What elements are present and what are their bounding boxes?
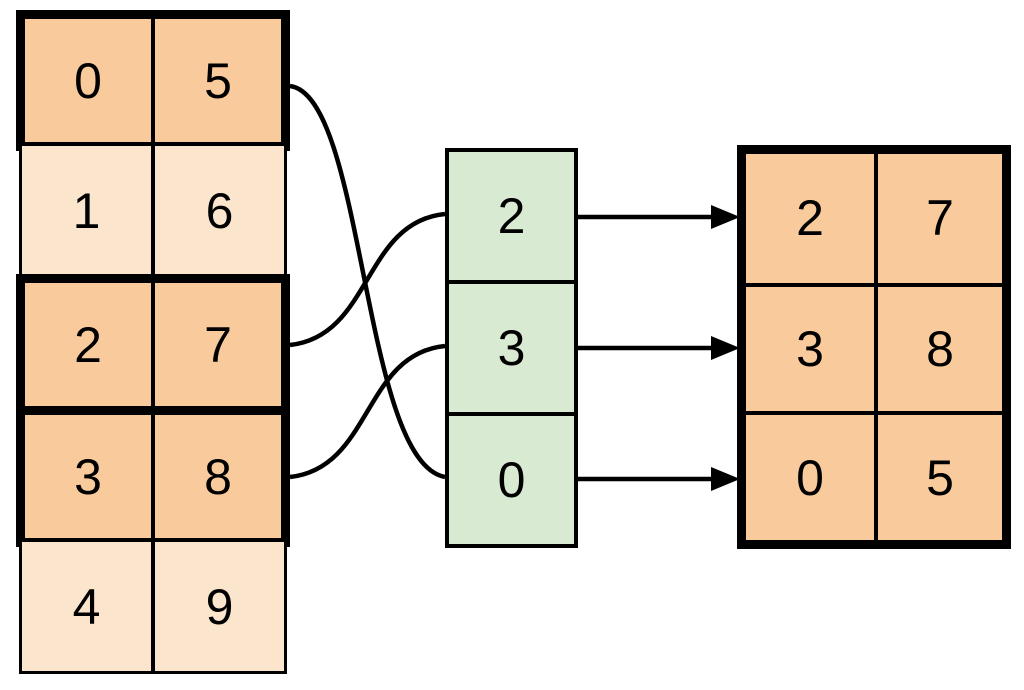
curve-source-row0-to-index-value-0 [289,83,446,480]
index-cell-1: 3 [449,280,574,412]
source-cell-r1c0: 1 [72,182,101,239]
index-column: 2 3 0 [445,148,578,548]
source-table-row-2: 2 7 [16,274,290,415]
source-cell-r0c1: 5 [151,19,281,142]
curve-source-row3-to-index-value-3 [289,343,446,480]
arrowhead-icon [711,205,740,229]
source-table-row-1: 1 6 [19,143,287,278]
index-cell-0: 2 [497,188,526,244]
source-cell-r4c0: 4 [72,578,101,635]
source-table-row-3: 3 8 [16,406,290,547]
source-cell-r1c1: 6 [151,146,284,275]
result-cell-r1c0: 3 [746,282,874,412]
source-cell-r2c1: 7 [151,283,281,406]
source-table-row-4: 4 9 [19,539,287,674]
source-table-row-0: 0 5 [16,10,290,151]
source-cell-r3c0: 3 [74,448,102,505]
source-cell-r0c0: 0 [74,52,102,109]
result-table: 2 7 3 8 0 5 [737,145,1011,549]
result-cell-r0c0: 2 [796,190,824,247]
arrowhead-icon [711,467,740,491]
source-cell-r4c1: 9 [151,542,284,671]
source-cell-r3c1: 8 [151,415,281,538]
arrowhead-icon [711,336,740,360]
result-cell-r1c1: 8 [874,282,1002,412]
curve-source-row2-to-index-value-2 [289,211,446,348]
source-cell-r2c0: 2 [74,316,102,373]
result-cell-r0c1: 7 [874,154,1002,283]
result-cell-r2c1: 5 [874,411,1002,540]
index-cell-2: 0 [449,412,574,544]
result-cell-r2c0: 0 [746,411,874,540]
